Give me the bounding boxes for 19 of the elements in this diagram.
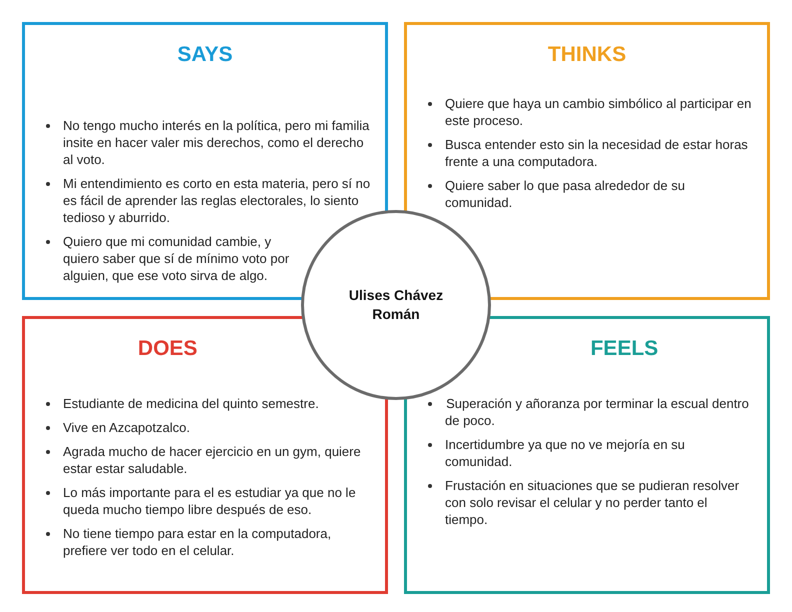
bullet-item: Vive en Azcapotzalco.: [63, 419, 371, 436]
section-heading: SAYS: [176, 42, 234, 68]
bullet-item: Estudiante de medicina del quinto semestre.: [63, 395, 371, 412]
bullet-item: Mi entendimiento es corto en esta materia, pero sí no es fácil de aprender las reglas electorales, lo siento tedioso y aburrido.: [63, 175, 371, 226]
bullet-item: Superación y añoranza por terminar la escual dentro de poco.: [445, 395, 753, 429]
section-heading: THINKS: [546, 42, 628, 68]
bullet-item: Lo más importante para el es estudiar ya que no le queda mucho tiempo libre después de eso.: [63, 484, 371, 518]
section-heading: DOES: [136, 336, 198, 362]
bullet-item: No tiene tiempo para estar en la computadora, prefiere ver todo en el celular.: [63, 525, 371, 559]
bullet-item: Quiere que haya un cambio simbólico al participar en este proceso.: [445, 95, 753, 129]
bullet-item: Quiere saber lo que pasa alrededor de su comunidad.: [445, 177, 753, 211]
bullet-item: Busca entender esto sin la necesidad de estar horas frente a una computadora.: [445, 136, 753, 170]
bullet-item: Incertidumbre ya que no ve mejoría en su comunidad.: [445, 436, 753, 470]
bullet-item: Frustación en situaciones que se pudieran resolver con solo revisar el celular y no perder tanto el tiempo.: [445, 477, 753, 528]
section-heading: FEELS: [589, 336, 660, 362]
quadrant-panel: [22, 22, 388, 300]
persona-name: Ulises Chávez Román: [348, 286, 444, 324]
bullet-item: No tengo mucho interés en la política, pero mi familia insite en hacer valer mis derechos, como el derecho al voto.: [63, 117, 371, 168]
bullet-item: Agrada mucho de hacer ejercicio en un gym, quiere estar estar saludable.: [63, 443, 371, 477]
